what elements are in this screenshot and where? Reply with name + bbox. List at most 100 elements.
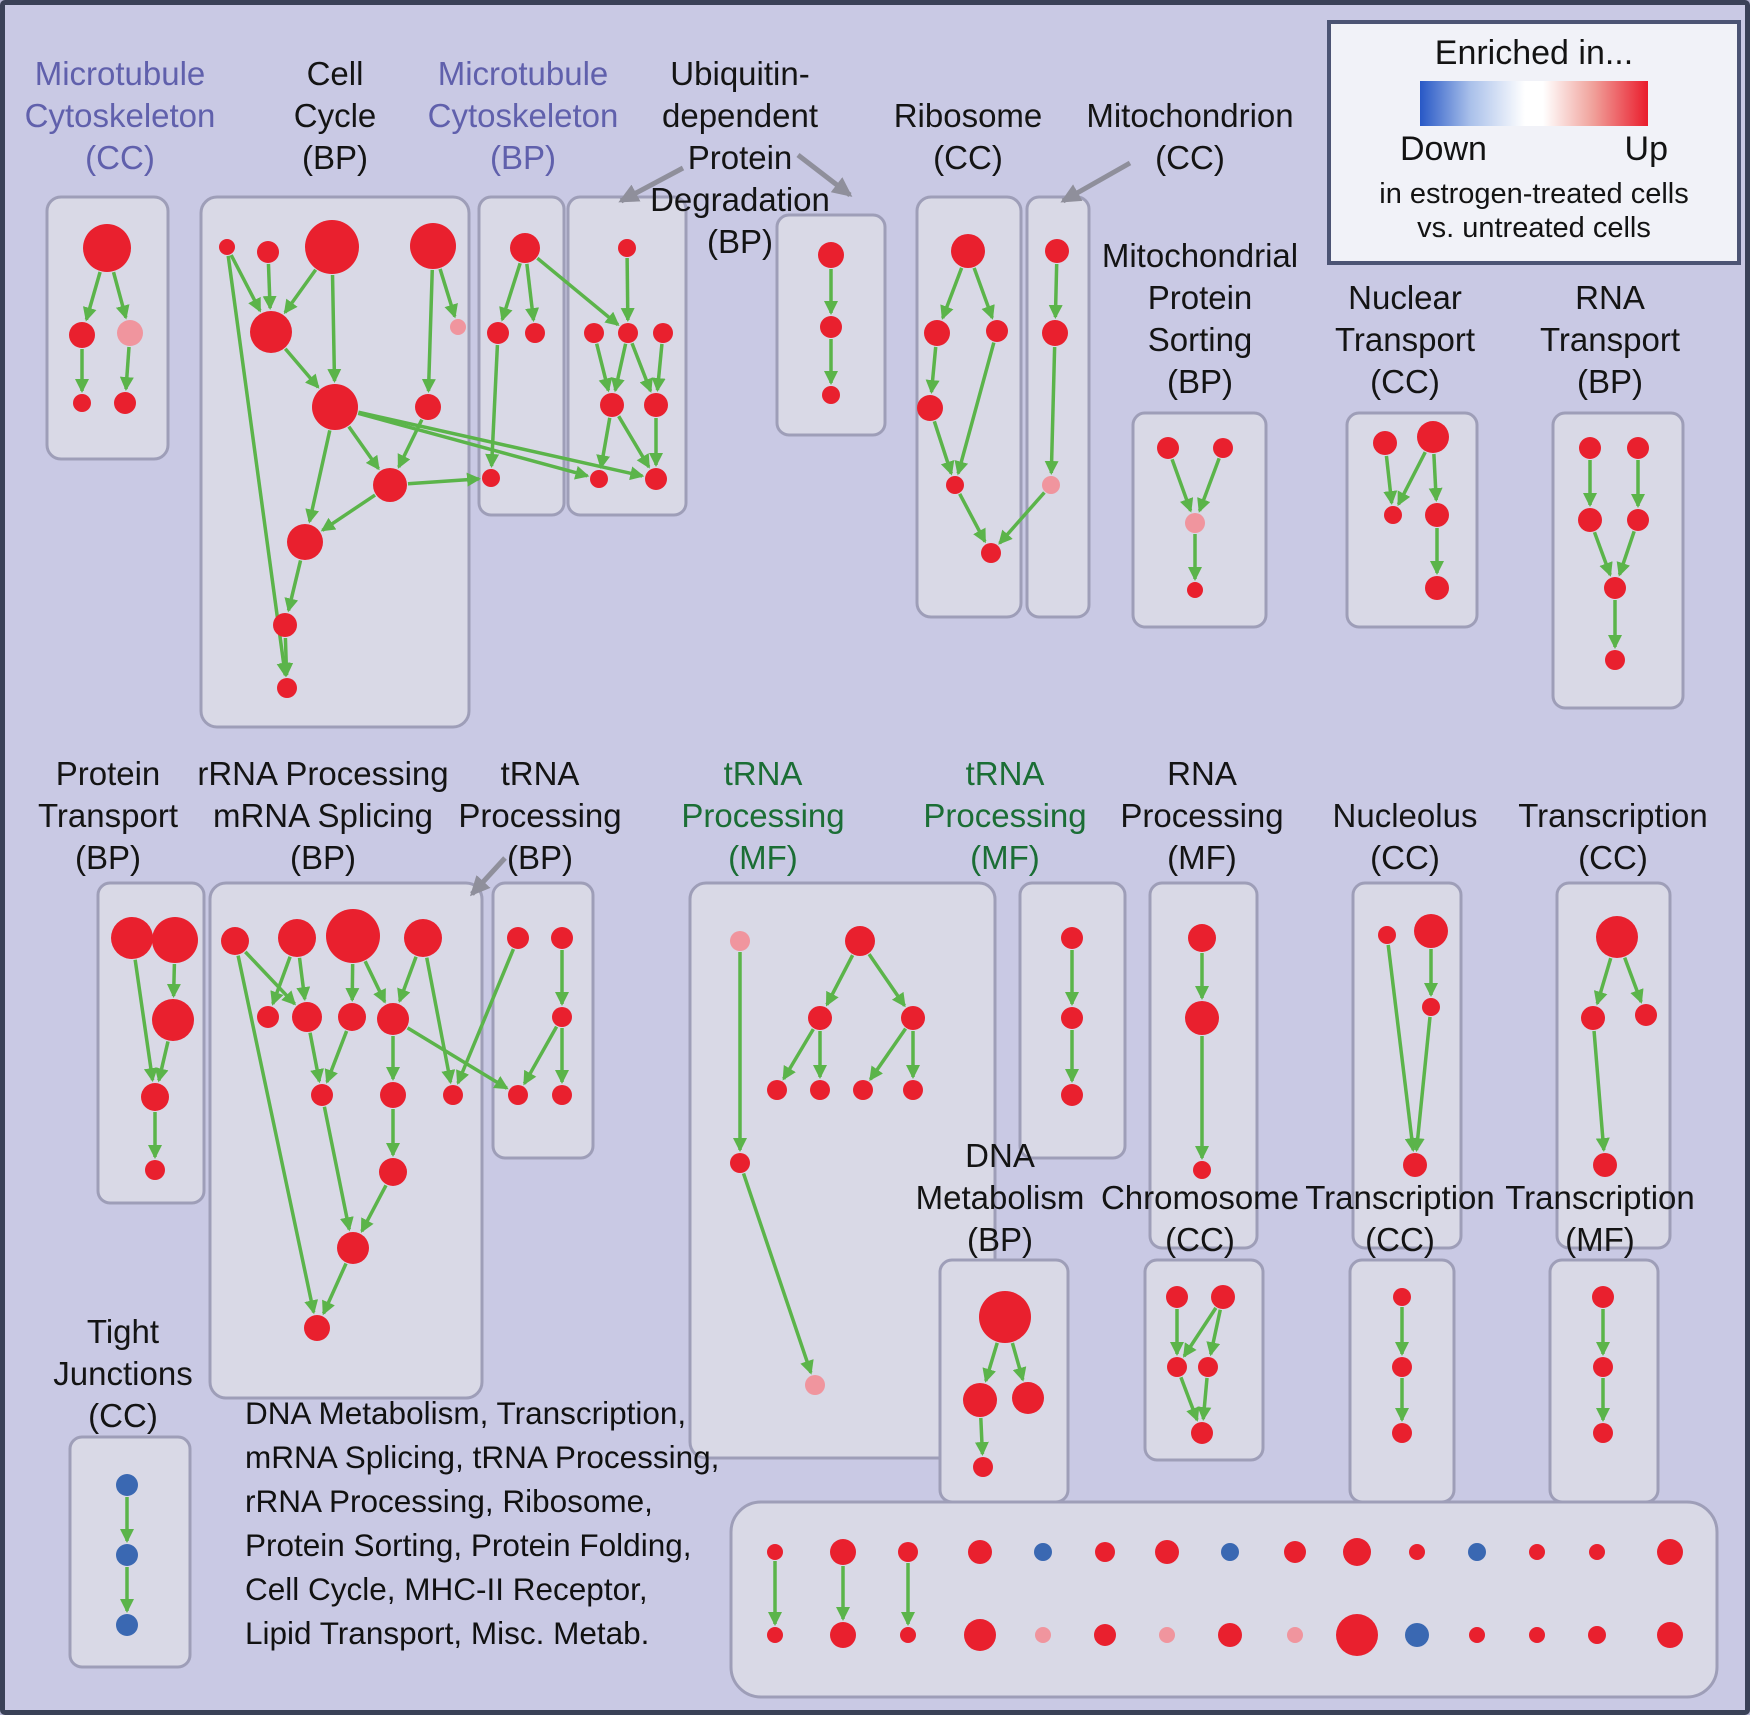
legend-down-label: Down [1400, 130, 1487, 168]
group-label-rna-transport-bp-line-0: RNA [1575, 279, 1645, 316]
group-label-protein-transport-bp-line-2: (BP) [75, 839, 141, 876]
group-label-cell-cycle-bp-line-2: (BP) [302, 139, 368, 176]
go-term-node-ribosome-cc-1 [924, 320, 950, 346]
group-label-nucleolus-cc-line-0: Nucleolus [1333, 797, 1478, 834]
edge-arrow [499, 262, 522, 322]
go-term-node-microtubule-cytoskeleton-cc-1 [69, 322, 95, 348]
edge-arrow [1616, 530, 1636, 577]
go-term-node-trna-processing-mf-0 [730, 931, 750, 951]
edge-arrow [347, 425, 380, 471]
go-term-node-cell-cycle-bp-0 [219, 239, 235, 255]
edge-arrow [1206, 1309, 1222, 1357]
go-term-node-trna-processing-mf-7 [903, 1080, 923, 1100]
group-label-trna-processing-mf-line-2: (MF) [728, 839, 798, 876]
go-term-node-trna-processing-bp-4 [552, 1085, 572, 1105]
edge-arrow [485, 344, 500, 469]
group-label-rna-transport-bp-line-1: Transport [1540, 321, 1680, 358]
edge-arrow [868, 1027, 908, 1081]
group-label-protein-transport-bp-line-0: Protein [56, 755, 161, 792]
go-term-node-ubiquitin-degradation-bp-4 [600, 393, 624, 417]
go-term-node-misc-categories-10 [1409, 1544, 1425, 1560]
go-term-node-rna-processing-mf-1 [1185, 1001, 1219, 1035]
misc-category-line: Cell Cycle, MHC-II Receptor, [245, 1571, 648, 1607]
edge-arrow [932, 420, 955, 476]
go-term-node-cell-cycle-bp-6 [312, 384, 358, 430]
go-term-node-rrna-processing-mrna-splicing-bp-10 [443, 1085, 463, 1105]
group-label-mitochondrial-protein-sorting-bp-line-1: Protein [1148, 279, 1253, 316]
go-term-node-trna-processing-mf-2-0 [1061, 927, 1083, 949]
group-box-transcription-cc [1555, 881, 1672, 1250]
go-term-node-nuclear-transport-cc-0 [1373, 431, 1397, 455]
go-term-node-chromosome-cc-2 [1167, 1357, 1187, 1377]
group-label-ubiquitin-degradation-bp-line-3: Degradation [650, 181, 830, 218]
go-term-node-ribosome-cc-0 [951, 234, 985, 268]
go-term-node-microtubule-cytoskeleton-cc-3 [73, 394, 91, 412]
group-label-ubiquitin-degradation-bp-line-4: (BP) [707, 223, 773, 260]
go-term-node-misc-categories-1 [830, 1539, 856, 1565]
go-term-node-misc-categories-5 [1095, 1542, 1115, 1562]
go-term-node-cell-cycle-bp-3 [410, 223, 456, 269]
go-term-node-nuclear-transport-cc-4 [1425, 576, 1449, 600]
group-label-ubiquitin-degradation-bp-line-2: Protein [688, 139, 793, 176]
go-term-node-trna-processing-mf-8 [730, 1153, 750, 1173]
go-term-node-misc-categories-9 [1343, 1538, 1371, 1566]
go-term-node-rrna-processing-mrna-splicing-bp-4 [257, 1006, 279, 1028]
misc-category-line: rRNA Processing, Ribosome, [245, 1483, 653, 1519]
edge-arrow [1386, 944, 1419, 1153]
go-term-node-microtubule-cytoskeleton-cc-0 [83, 224, 131, 272]
go-term-node-tight-junctions-cc-2 [116, 1614, 138, 1636]
misc-category-line: Lipid Transport, Misc. Metab. [245, 1615, 650, 1651]
group-label-trna-processing-mf-2-line-1: Processing [923, 797, 1086, 834]
go-term-node-misc-categories-21 [1159, 1627, 1175, 1643]
edge-arrow [407, 472, 482, 487]
go-term-node-misc-categories-24 [1336, 1614, 1378, 1656]
legend-gradient-bar [1420, 81, 1648, 126]
go-term-node-nucleolus-cc-2 [1422, 998, 1440, 1016]
group-label-ribosome-cc-line-1: (CC) [933, 139, 1003, 176]
edge-arrow [296, 957, 311, 1002]
go-term-node-misc-categories-17 [900, 1627, 916, 1643]
go-term-node-trna-processing-bp-3 [508, 1085, 528, 1105]
go-term-node-trna-processing-mf-9 [805, 1375, 825, 1395]
go-term-node-chromosome-cc-4 [1191, 1422, 1213, 1444]
go-term-node-misc-categories-6 [1155, 1540, 1179, 1564]
edge-arrow [421, 269, 436, 394]
go-term-node-rna-transport-bp-2 [1578, 508, 1602, 532]
group-label-tight-junctions-cc-line-0: Tight [87, 1313, 159, 1350]
go-term-node-rna-transport-bp-4 [1604, 577, 1626, 599]
go-term-node-trna-processing-bp-0 [507, 927, 529, 949]
go-term-node-ubiquitin-degradation-bp-3 [653, 323, 673, 343]
go-term-node-rna-transport-bp-1 [1627, 437, 1649, 459]
go-term-node-nuclear-transport-cc-1 [1417, 421, 1449, 453]
group-box-misc-categories [729, 1500, 1719, 1699]
edge-arrow [284, 560, 303, 613]
go-term-node-nucleolus-cc-3 [1403, 1153, 1427, 1177]
go-term-node-rrna-processing-mrna-splicing-bp-0 [221, 927, 249, 955]
go-term-node-misc-categories-3 [968, 1540, 992, 1564]
go-term-node-misc-categories-4 [1034, 1543, 1052, 1561]
edge-arrow [974, 1417, 989, 1457]
go-term-node-misc-categories-29 [1657, 1622, 1683, 1648]
go-term-node-misc-categories-28 [1588, 1626, 1606, 1644]
go-term-node-dna-metabolism-bp-1 [963, 1383, 997, 1417]
edge-arrow [283, 347, 320, 389]
go-term-node-trna-processing-mf-3 [901, 1006, 925, 1030]
edge-arrow [954, 342, 996, 476]
group-label-tight-junctions-cc-line-2: (CC) [88, 1397, 158, 1434]
group-label-transcription-mf-line-1: (MF) [1565, 1221, 1635, 1258]
group-label-nuclear-transport-cc-line-1: Transport [1335, 321, 1475, 358]
group-label-microtubule-cytoskeleton-cc-line-1: Cytoskeleton [25, 97, 216, 134]
group-label-trna-processing-bp-line-1: Processing [458, 797, 621, 834]
edge-arrow [525, 263, 540, 323]
go-term-node-misc-categories-15 [767, 1627, 783, 1643]
group-label-transcription-cc-2-line-1: (CC) [1365, 1221, 1435, 1258]
legend-title: Enriched in... [1434, 34, 1634, 72]
edge-arrow [825, 954, 855, 1007]
edge-arrow [244, 950, 296, 1006]
group-label-mitochondrion-cc-line-0: Mitochondrion [1086, 97, 1293, 134]
edge-arrow [611, 343, 628, 393]
go-term-node-protein-transport-bp-2 [152, 999, 194, 1041]
edge-arrow [1170, 458, 1194, 513]
group-label-microtubule-cytoskeleton-bp-line-2: (BP) [490, 139, 556, 176]
